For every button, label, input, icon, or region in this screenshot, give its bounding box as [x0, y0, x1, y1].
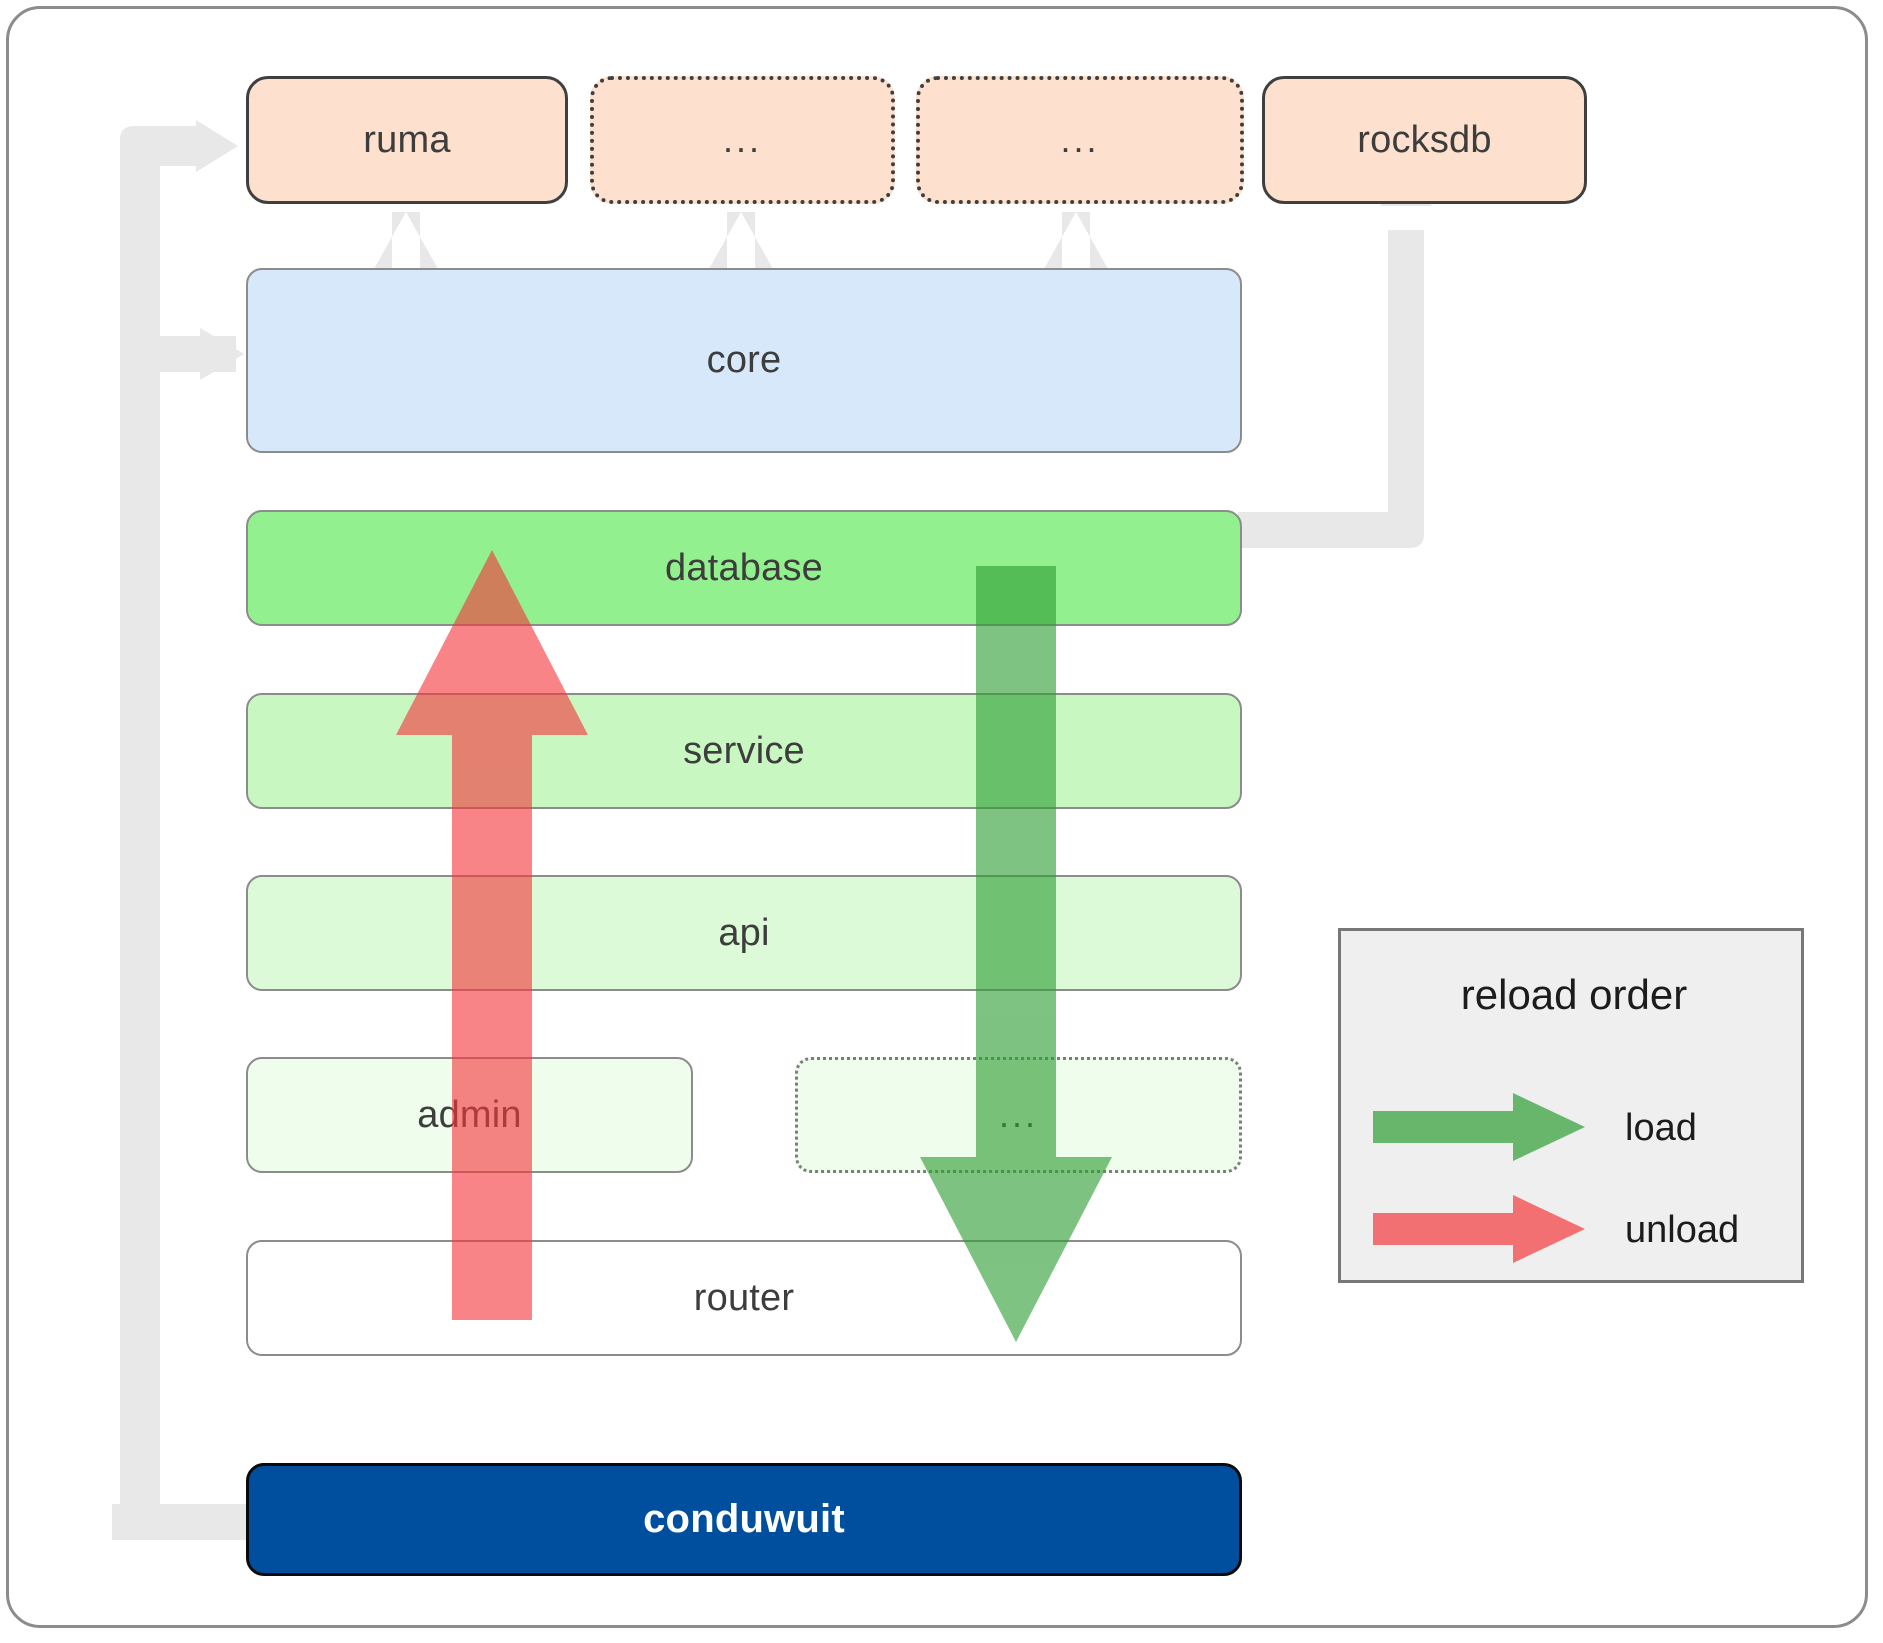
- legend-title: reload order: [1460, 971, 1688, 1018]
- legend-load-arrow: [1373, 1093, 1585, 1161]
- legend-arrow-swatches: [1373, 1093, 1585, 1263]
- legend-unload-arrow: [1373, 1195, 1585, 1263]
- legend-panel: reload order load unload: [1338, 928, 1804, 1283]
- diagram-frame: [6, 6, 1868, 1628]
- legend-label-unload: unload: [1625, 1209, 1740, 1251]
- legend-label-load: load: [1625, 1107, 1697, 1149]
